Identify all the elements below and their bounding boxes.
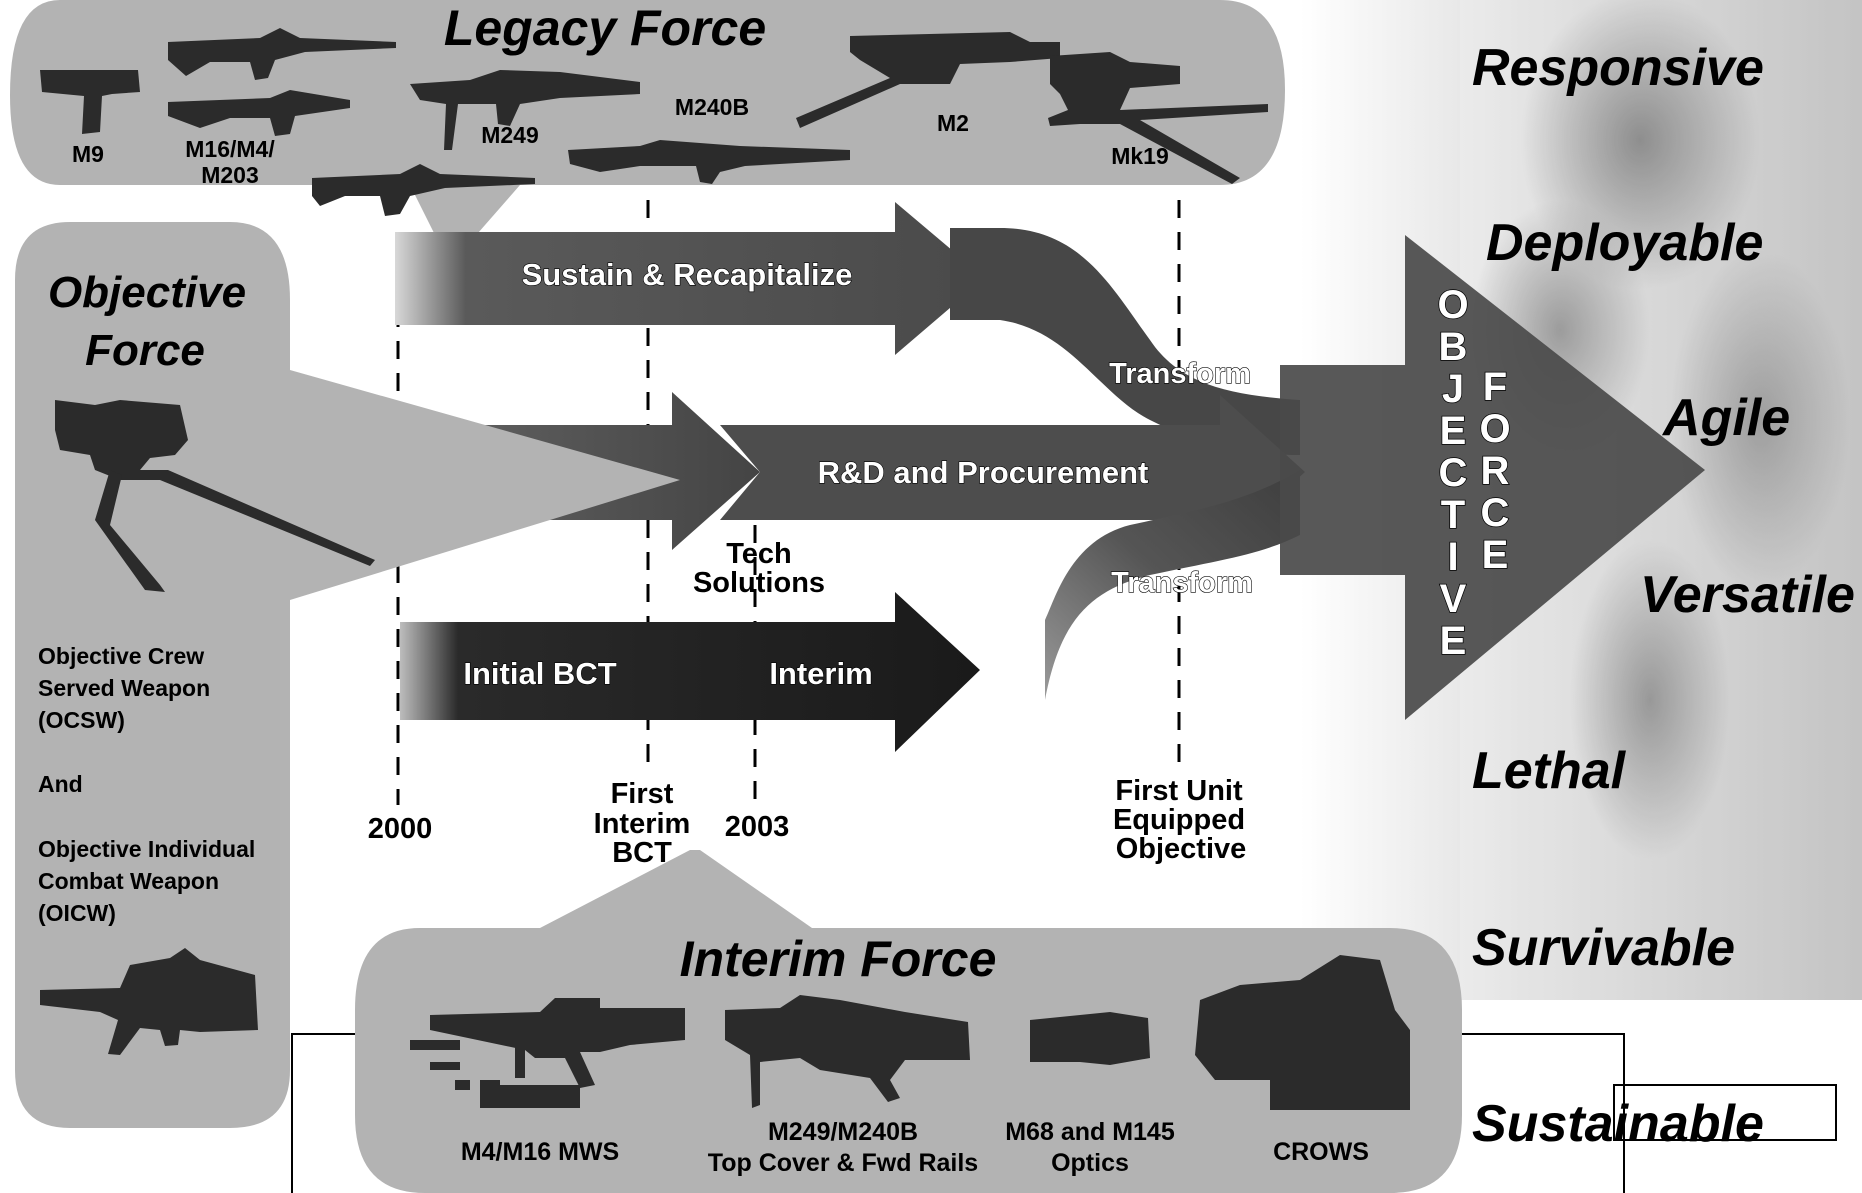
attribute-deployable: Deployable: [1486, 214, 1763, 272]
accessory-rails-icon: [410, 1040, 580, 1108]
weapon-label-m249: M249: [481, 122, 539, 148]
m9-pistol-icon: [40, 70, 140, 134]
m249-saw-icon: [410, 70, 640, 150]
mk19-launcher-icon: [1048, 52, 1268, 184]
objective-force-panel: Objective Force Objective Crew Served We…: [15, 222, 680, 1128]
interim-bct-arrow: [400, 592, 980, 752]
m249-m240b-rails-icon: [725, 995, 970, 1108]
interim-force-panel: Interim Force M4/M16 MWS M249/M240B Top …: [355, 850, 1462, 1193]
first-unit-line3: Objective: [1116, 833, 1247, 865]
m203-launcher-icon: [312, 164, 535, 216]
legacy-force-title: Legacy Force: [444, 0, 766, 56]
objective-letter: E: [1440, 409, 1467, 453]
first-interim-line1: First: [611, 778, 674, 810]
m4-m16-mws-icon: [430, 998, 685, 1088]
first-interim-line3: BCT: [612, 837, 672, 869]
interim-item-label: M68 and M145: [1005, 1118, 1175, 1146]
objective-force-title-line1: Objective: [48, 268, 246, 317]
objective-letter: T: [1441, 493, 1465, 537]
force-letter: R: [1481, 449, 1510, 493]
objective-force-big-arrow: [1280, 235, 1705, 720]
attribute-lethal: Lethal: [1472, 742, 1627, 800]
initial-bct-label: Initial BCT: [463, 656, 616, 691]
m2-machinegun-icon: [796, 32, 1060, 128]
force-letter: F: [1483, 365, 1507, 409]
weapon-label-m9: M9: [72, 141, 104, 167]
transform-bottom-curve: [1045, 470, 1300, 700]
tech-solutions-label-line2: Solutions: [693, 567, 825, 599]
objective-desc-line: Combat Weapon: [38, 868, 219, 894]
first-interim-line2: Interim: [594, 808, 691, 840]
transform-bottom-label: Transform: [1111, 567, 1253, 599]
weapon-label-m240b: M240B: [675, 94, 749, 120]
attribute-versatile: Versatile: [1640, 566, 1855, 624]
first-unit-line1: First Unit: [1115, 775, 1243, 807]
crows-station-icon: [1195, 955, 1410, 1110]
force-letter: E: [1482, 533, 1509, 577]
objective-letter: B: [1439, 325, 1468, 369]
interim-weapon-silhouettes: [410, 955, 1410, 1110]
objective-desc-line: And: [38, 771, 83, 797]
interim-item-label: Top Cover & Fwd Rails: [708, 1149, 978, 1177]
attribute-survivable: Survivable: [1472, 919, 1735, 977]
force-letter: C: [1481, 491, 1510, 535]
interim-force-title: Interim Force: [680, 931, 997, 987]
interim-item-label: M249/M240B: [768, 1118, 918, 1146]
objective-letter: J: [1442, 367, 1464, 411]
m16-rifle-icon: [168, 28, 396, 80]
objective-letter: I: [1447, 535, 1458, 579]
objective-desc-line: Objective Crew: [38, 643, 204, 669]
objective-desc-line: (OICW): [38, 900, 116, 926]
legacy-force-panel: Legacy Force M9 M16/M4/ M203 M249 M240B …: [10, 0, 1285, 265]
ocsw-weapon-icon: [55, 400, 375, 592]
weapon-label-m2: M2: [937, 110, 969, 136]
m68-m145-optics-icon: [1030, 1012, 1150, 1065]
interim-item-label: Optics: [1051, 1149, 1129, 1177]
year-2000-label: 2000: [368, 813, 433, 845]
rnd-procurement-label: R&D and Procurement: [818, 455, 1149, 490]
objective-letter: V: [1440, 577, 1467, 621]
interim-label: Interim: [769, 656, 872, 691]
interim-item-label: CROWS: [1273, 1138, 1369, 1166]
objective-letter: C: [1439, 451, 1468, 495]
objective-desc-line: (OCSW): [38, 707, 125, 733]
m240b-machinegun-icon: [568, 140, 850, 184]
weapon-label-m16-m4: M16/M4/: [185, 136, 275, 162]
sustain-recapitalize-label: Sustain & Recapitalize: [522, 257, 853, 292]
legacy-weapon-silhouettes: [40, 28, 1268, 216]
attribute-sustainable: Sustainable: [1472, 1095, 1764, 1153]
sustain-recapitalize-arrow: [395, 202, 985, 355]
objective-force-title-line2: Force: [85, 326, 205, 375]
oicw-weapon-icon: [40, 948, 258, 1055]
tech-solutions-label-line1: Tech: [726, 538, 792, 570]
objective-desc-line: Objective Individual: [38, 836, 255, 862]
objective-letter: E: [1440, 619, 1467, 663]
objective-letter: O: [1437, 283, 1468, 327]
attribute-agile: Agile: [1661, 389, 1790, 447]
m4-carbine-icon: [168, 90, 350, 136]
transform-top-label: Transform: [1109, 358, 1251, 390]
year-2003-label: 2003: [725, 811, 790, 843]
force-letter: O: [1479, 407, 1510, 451]
first-unit-line2: Equipped: [1113, 804, 1245, 836]
rnd-procurement-arrow: [720, 395, 1305, 550]
outline-box-small: [1613, 1084, 1837, 1141]
attribute-responsive: Responsive: [1472, 39, 1764, 97]
weapon-label-m203: M203: [201, 162, 259, 188]
objective-desc-line: Served Weapon: [38, 675, 210, 701]
transform-top-curve: [950, 228, 1300, 455]
interim-item-label: M4/M16 MWS: [461, 1138, 619, 1166]
weapon-label-mk19: Mk19: [1111, 143, 1169, 169]
